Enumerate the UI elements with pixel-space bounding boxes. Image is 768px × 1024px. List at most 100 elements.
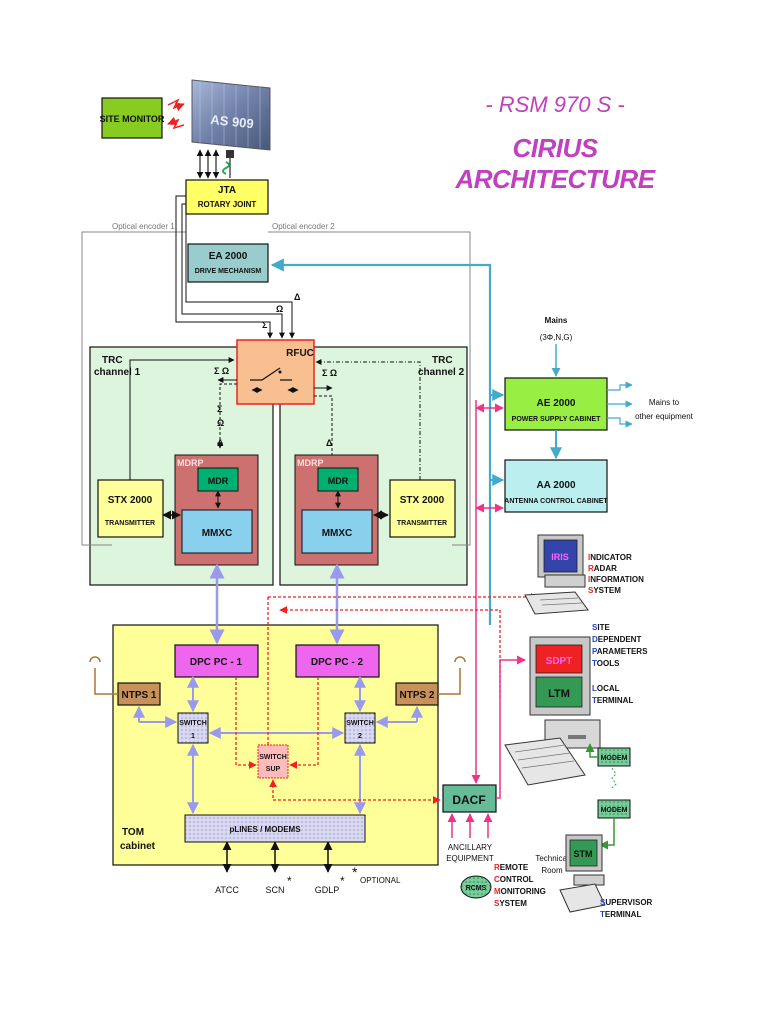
scn-label: SCN	[265, 885, 284, 895]
rfuc-box	[236, 339, 315, 405]
stm-terminal-icon	[559, 834, 606, 913]
stx-1-label: STX 2000	[108, 495, 153, 506]
trc-channel-2-subtitle: channel 2	[418, 367, 465, 378]
delta-ch2-label: Δ	[326, 438, 333, 448]
diagram-title-line1: - RSM 970 S -	[485, 92, 625, 117]
trc-channel-1-title: TRC	[102, 355, 123, 366]
stm-acronym: SUPERVISOR TERMINAL	[600, 898, 653, 919]
switch-sup-box	[257, 744, 289, 779]
ntps-2-label: NTPS 2	[399, 690, 434, 701]
rfuc-label: RFUC	[286, 348, 314, 359]
optional-asterisk: *	[352, 864, 358, 880]
drive-mechanism-label: DRIVE MECHANISM	[195, 268, 262, 275]
ancillary-label: ANCILLARY	[448, 843, 493, 852]
svg-text:MONITORING: MONITORING	[494, 887, 546, 896]
delta-ch1-label: Δ	[217, 438, 224, 448]
switch-1-box	[177, 712, 209, 744]
mdrp-2-label: MDRP	[297, 458, 324, 468]
antenna-icon	[191, 79, 271, 151]
stx-2-label: STX 2000	[400, 495, 445, 506]
ltm-screen-label: LTM	[548, 688, 570, 700]
stx-1-box	[97, 479, 164, 538]
dpc-pc-1-box	[174, 644, 259, 678]
svg-text:TERMINAL: TERMINAL	[600, 910, 641, 919]
switch-2-box	[344, 712, 376, 744]
rcms-badge	[460, 875, 492, 899]
stm-screen-label: STM	[574, 849, 593, 859]
svg-text:SUPERVISOR: SUPERVISOR	[600, 898, 653, 907]
aa2000-antenna-control-box	[504, 459, 608, 513]
optional-label: OPTIONAL	[360, 876, 401, 885]
switch-2-number: 2	[358, 733, 362, 740]
mmxc-2-label: MMXC	[322, 528, 353, 539]
switch-sup-sub: SUP	[266, 766, 281, 773]
optical-encoder-1-label: Optical encoder 1	[112, 222, 175, 231]
switch-2-label: SWITCH	[346, 720, 374, 727]
modem-1-label: MODEM	[601, 755, 628, 762]
mains-to-label: Mains to	[649, 398, 680, 407]
svg-text:SITE: SITE	[592, 623, 610, 632]
ae2000-label: AE 2000	[537, 398, 576, 409]
antenna-label: AS 909	[210, 112, 255, 131]
dpc-pc-2-label: DPC PC - 2	[311, 657, 364, 668]
iris-screen-label: IRIS	[551, 552, 569, 562]
stx-2-transmitter: TRANSMITTER	[397, 520, 447, 527]
ltm-acronym: LOCAL TERMINAL	[592, 684, 633, 705]
ea2000-label: EA 2000	[209, 251, 248, 262]
rcms-badge-label: RCMS	[466, 885, 487, 892]
other-equipment-label: other equipment	[635, 412, 694, 421]
sdpt-screen-label: SDPT	[546, 656, 573, 667]
svg-text:TOOLS: TOOLS	[592, 659, 620, 668]
sdpt-ltm-terminal-icon	[504, 636, 601, 786]
trc-channel-2-title: TRC	[432, 355, 453, 366]
atcc-label: ATCC	[215, 885, 239, 895]
sigma-omega-left: Σ Ω	[214, 366, 229, 376]
dpc-pc-1-label: DPC PC - 1	[190, 657, 243, 668]
dpc-pc-2-box	[295, 644, 380, 678]
svg-text:PARAMETERS: PARAMETERS	[592, 647, 648, 656]
iris-terminal-icon	[524, 534, 589, 615]
delta-label: Δ	[294, 292, 301, 302]
site-monitor-label: SITE MONITOR	[100, 114, 165, 124]
dacf-label: DACF	[452, 793, 485, 807]
site-monitor-box	[101, 97, 163, 139]
stx-2-box	[389, 479, 456, 538]
plines-modems-label: pLINES / MODEMS	[229, 825, 301, 834]
switch-1-number: 1	[191, 733, 195, 740]
gps-antenna-2-icon	[454, 656, 466, 663]
ea2000-drive-box	[187, 243, 269, 283]
mains-label: Mains	[545, 316, 568, 325]
switch-1-label: SWITCH	[179, 720, 207, 727]
svg-text:SYSTEM: SYSTEM	[588, 586, 621, 595]
ae2000-power-supply-box	[504, 377, 608, 431]
svg-text:RADAR: RADAR	[588, 564, 617, 573]
sigma-ch1-label: Σ	[217, 404, 223, 414]
dacf-box	[442, 784, 497, 813]
stx-1-transmitter: TRANSMITTER	[105, 520, 155, 527]
mmxc-1-box	[181, 509, 253, 554]
mmxc-1-label: MMXC	[202, 528, 233, 539]
gdlp-label: GDLP	[315, 885, 340, 895]
jta-label: JTA	[218, 185, 236, 196]
scn-asterisk: *	[287, 874, 292, 888]
svg-text:INDICATOR: INDICATOR	[588, 553, 632, 562]
aa2000-label: AA 2000	[536, 480, 576, 491]
rotary-joint-label: ROTARY JOINT	[198, 200, 257, 209]
mmxc-2-box	[301, 509, 373, 554]
mains-phase-label: (3Φ,N,G)	[540, 333, 573, 342]
mdrp-1-label: MDRP	[177, 458, 204, 468]
svg-text:TERMINAL: TERMINAL	[592, 696, 633, 705]
svg-text:DEPENDENT: DEPENDENT	[592, 635, 641, 644]
rfuc-switch-icon	[250, 367, 292, 381]
svg-text:CONTROL: CONTROL	[494, 875, 534, 884]
sigma-label: Σ	[262, 320, 268, 330]
wireless-icon-2	[167, 116, 185, 130]
diagram-title-line2: CIRIUS ARCHITECTURE	[455, 133, 655, 194]
jta-rotary-joint-box	[185, 179, 269, 215]
technical-room-label: Technical	[535, 854, 569, 863]
sdpt-acronym: SITE DEPENDENT PARAMETERS TOOLS	[592, 623, 648, 668]
iris-acronym: INDICATOR RADAR INFORMATION SYSTEM	[588, 553, 644, 595]
gdlp-asterisk: *	[340, 874, 345, 888]
ntps-1-label: NTPS 1	[121, 690, 156, 701]
